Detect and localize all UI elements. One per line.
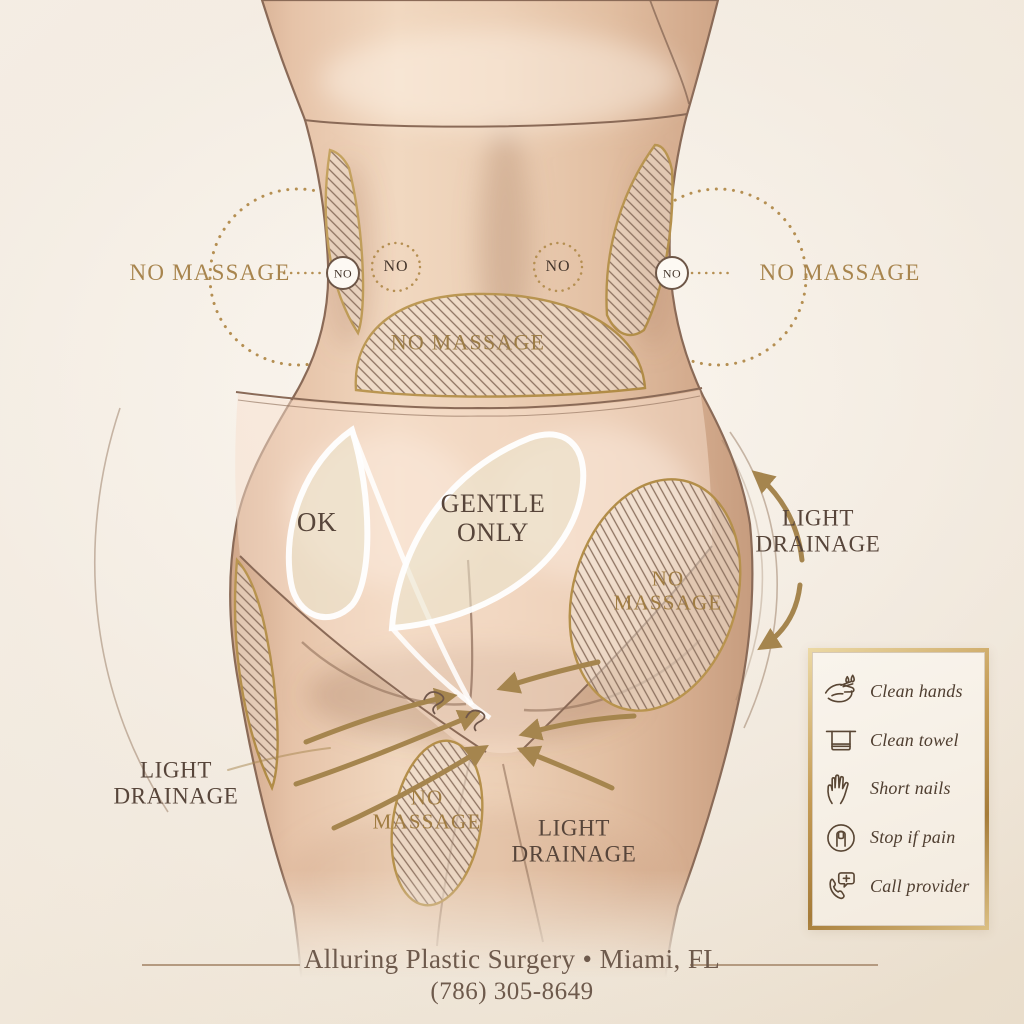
label-ok: OK bbox=[296, 506, 338, 537]
no-badge-right: NO bbox=[662, 266, 682, 281]
footer-divider-right bbox=[690, 964, 878, 966]
zone-right-flank bbox=[605, 143, 674, 337]
legend-item-call-provider: Call provider bbox=[823, 868, 974, 904]
label-no-massage-hip: NO MASSAGE bbox=[613, 566, 723, 614]
label-no-massage-left: NO MASSAGE bbox=[129, 260, 291, 286]
label-gentle-only: GENTLE ONLY bbox=[440, 488, 546, 547]
zone-perineal bbox=[390, 739, 484, 907]
label-light-drainage-right: LIGHT DRAINAGE bbox=[755, 505, 881, 556]
legend-item-clean-towel: Clean towel bbox=[823, 722, 974, 758]
zone-gentle-only bbox=[388, 431, 587, 632]
footer-divider-left bbox=[142, 964, 300, 966]
legend-label: Clean hands bbox=[870, 681, 963, 702]
zone-left-thigh bbox=[233, 557, 279, 792]
short-nails-icon bbox=[827, 774, 849, 805]
zone-ok bbox=[285, 425, 371, 621]
legend-label: Stop if pain bbox=[870, 827, 956, 848]
bra-line bbox=[303, 113, 688, 128]
zone-lower-back bbox=[354, 292, 647, 398]
massage-ok-zones bbox=[285, 425, 587, 721]
clean-hands-icon bbox=[824, 674, 855, 703]
stop-if-pain-icon bbox=[827, 823, 855, 852]
legend-item-short-nails: Short nails bbox=[823, 771, 974, 807]
legend-item-clean-hands: Clean hands bbox=[823, 674, 974, 710]
zone-left-flank bbox=[324, 148, 365, 336]
no-massage-zones bbox=[233, 143, 742, 907]
clinic-phone: (786) 305-8649 bbox=[430, 978, 594, 1005]
drain-marks bbox=[423, 691, 486, 732]
label-no-massage-back: NO MASSAGE bbox=[390, 329, 546, 355]
legend-label: Short nails bbox=[870, 778, 951, 799]
no-badge-left: NO bbox=[333, 266, 353, 281]
arm-crease bbox=[649, 0, 690, 105]
clean-towel-icon bbox=[825, 730, 857, 751]
drainage-arrows bbox=[227, 470, 805, 831]
clinic-name: Alluring Plastic Surgery • Miami, FL bbox=[303, 944, 721, 974]
legend-label: Call provider bbox=[870, 875, 970, 896]
footer: Alluring Plastic Surgery • Miami, FL (78… bbox=[0, 944, 1024, 1006]
label-no-massage-right: NO MASSAGE bbox=[759, 260, 921, 286]
call-provider-icon bbox=[829, 872, 855, 900]
no-badge-dimple-right: NO bbox=[545, 258, 571, 276]
label-no-massage-bottom: NO MASSAGE bbox=[372, 785, 482, 833]
no-badge-dimple-left: NO bbox=[383, 258, 409, 276]
no-indicators bbox=[282, 241, 736, 293]
zone-right-hip bbox=[568, 478, 742, 712]
label-light-drainage-bottom: LIGHT DRAINAGE bbox=[511, 815, 637, 866]
contour-lines bbox=[93, 407, 778, 813]
care-legend-box: Clean hands Clean towel Short nails bbox=[808, 648, 989, 930]
legend-item-stop-if-pain: Stop if pain bbox=[823, 820, 974, 856]
label-light-drainage-left: LIGHT DRAINAGE bbox=[113, 757, 239, 808]
legend-label: Clean towel bbox=[870, 729, 959, 750]
